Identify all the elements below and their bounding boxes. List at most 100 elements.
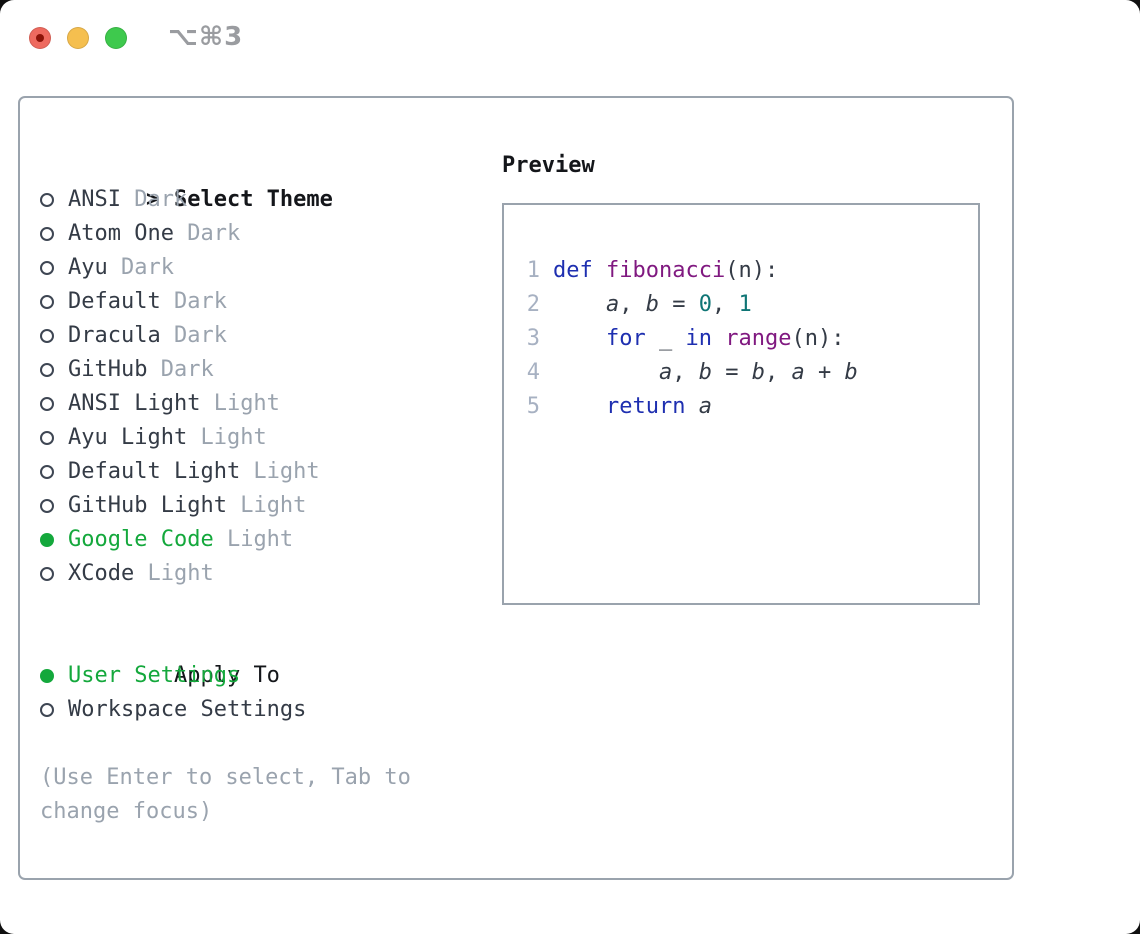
radio-glyph [40,363,54,377]
spacer [40,727,490,761]
minimize-button[interactable] [67,27,89,49]
code-token [553,326,606,351]
code-token: , [711,292,739,317]
theme-option[interactable]: ANSI Dark [40,183,490,217]
theme-option[interactable]: Ayu Dark [40,251,490,285]
theme-variant: Dark [107,255,174,280]
radio-icon [40,183,68,217]
theme-variant: Dark [147,357,214,382]
radio-icon [40,421,68,455]
code-token: a [605,292,620,317]
apply-to-title: Apply To [173,663,280,688]
help-text: (Use Enter to select, Tab to change focu… [40,765,411,824]
radio-glyph [40,567,54,581]
radio-icon [40,251,68,285]
apply-to-header: Apply To [40,625,490,688]
theme-option[interactable]: Google Code Light [40,523,490,557]
theme-name: Google Code [68,527,214,552]
code-token: (n): [725,258,779,283]
line-number: 2 [526,292,540,317]
code-token: a [791,360,805,385]
radio-icon [40,353,68,387]
code-token [553,394,606,419]
code-token: return [605,394,686,419]
theme-variant: Dark [120,187,188,212]
line-number: 4 [526,360,540,385]
code-token: b [844,360,858,385]
code-token: = [711,360,752,385]
code-token: 1 [738,292,752,317]
apply-option[interactable]: Workspace Settings [40,693,490,727]
theme-name: GitHub Light [68,493,227,518]
code-token: def [553,258,593,283]
code-token: 0 [698,292,712,317]
theme-name: Default Light [68,459,241,484]
preview-title: Preview [502,153,595,178]
theme-name: Ayu [68,255,108,280]
radio-glyph [40,295,54,309]
apply-option-label: User Settings [68,663,241,688]
theme-option[interactable]: Atom One Dark [40,217,490,251]
code-token: a [698,394,712,419]
code-token: + [804,360,845,385]
code-token: b [645,292,659,317]
radio-glyph [40,227,54,241]
radio-glyph [40,329,54,343]
code-token [685,394,698,419]
code-token: for [605,326,646,351]
radio-icon [40,217,68,251]
radio-icon [40,285,68,319]
theme-option[interactable]: GitHub Light Light [40,489,490,523]
theme-variant: Light [226,493,307,518]
code-token [712,326,725,351]
code-token: range [725,326,792,351]
apply-option[interactable]: User Settings [40,659,490,693]
code-line: 5 return a [526,390,978,424]
code-token: , [672,360,699,385]
radio-glyph [40,533,54,547]
code-token: _ [645,326,686,351]
radio-selected-icon [40,659,68,693]
code-line: 2 a, b = 0, 1 [526,288,978,322]
select-theme-title: Select Theme [173,187,333,212]
theme-option[interactable]: Ayu Light Light [40,421,490,455]
theme-option[interactable]: Default Light Light [40,455,490,489]
zoom-button[interactable] [105,27,127,49]
theme-name: GitHub [68,357,148,382]
theme-option[interactable]: Dracula Dark [40,319,490,353]
apply-option-label: Workspace Settings [68,697,307,722]
radio-glyph [40,499,54,513]
close-button[interactable] [29,27,51,49]
window-title: ⌥⌘3 [168,22,244,52]
spacer [40,591,490,625]
theme-name: Dracula [68,323,161,348]
radio-glyph [40,465,54,479]
window-titlebar: ⌥⌘3 [0,0,1140,76]
select-theme-header: >Select Theme [40,149,490,212]
theme-variant: Light [240,459,320,484]
radio-selected-icon [40,523,68,557]
radio-icon [40,557,68,591]
code-token: in [685,326,712,351]
code-token [553,360,659,385]
code-token: , [619,292,646,317]
theme-name: Atom One [68,221,174,246]
radio-glyph [40,193,54,207]
theme-name: XCode [68,561,135,586]
code-token: a [658,360,673,385]
theme-option[interactable]: Default Dark [40,285,490,319]
theme-variant: Dark [160,289,227,314]
theme-option[interactable]: ANSI Light Light [40,387,490,421]
radio-glyph [40,261,54,275]
line-number: 1 [526,258,540,283]
theme-variant: Dark [173,221,241,246]
code-token: b [698,360,712,385]
theme-option[interactable]: XCode Light [40,557,490,591]
theme-option[interactable]: GitHub Dark [40,353,490,387]
